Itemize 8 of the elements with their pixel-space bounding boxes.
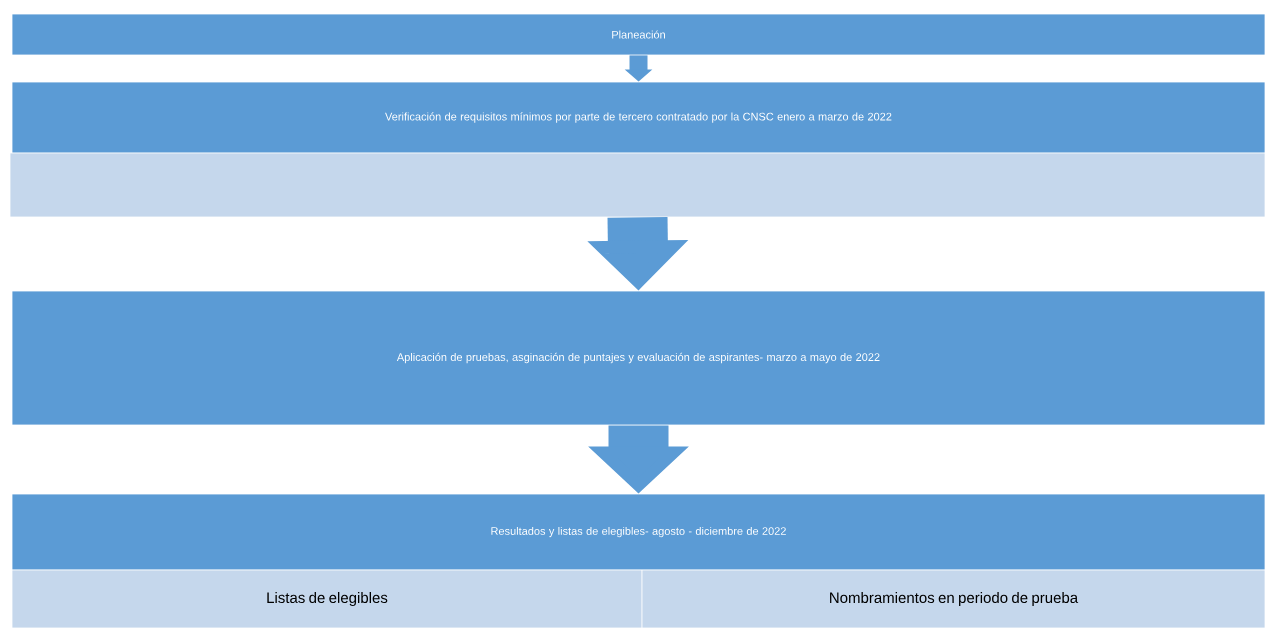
process-box: Listas de elegibles bbox=[11, 569, 643, 629]
process-bar: Resultados y listas de elegibles- agosto - diciembre de 2022 bbox=[11, 493, 1265, 571]
process-box: Nombramientos en periodo de prueba bbox=[641, 569, 1265, 629]
process-bar: Aplicación de pruebas, asginación de puntajes y evaluación de aspirantes- marzo a mayo de 2022 bbox=[11, 290, 1265, 426]
process-bar: Planeación bbox=[11, 13, 1265, 56]
process-bar: Verificación de requisitos mínimos por parte de tercero contratado por la CNSC enero a marzo de 2022 bbox=[11, 81, 1265, 154]
empty-box bbox=[9, 152, 1265, 218]
node-label: Listas de elegibles bbox=[267, 592, 388, 606]
